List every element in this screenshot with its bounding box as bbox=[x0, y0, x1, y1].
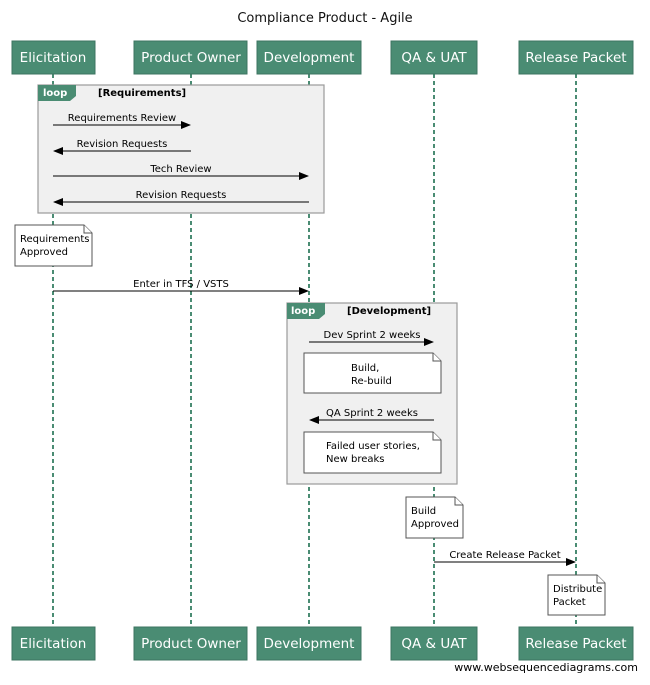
diagram-title: Compliance Product - Agile bbox=[237, 11, 412, 26]
participant-label: Elicitation bbox=[20, 50, 87, 66]
message-label: Requirements Review bbox=[68, 113, 176, 124]
note-line: Distribute bbox=[553, 584, 602, 595]
loop-tab bbox=[287, 303, 325, 319]
participants-bottom: Elicitation Product Owner Development QA… bbox=[11, 626, 634, 661]
participant-label: Elicitation bbox=[20, 636, 87, 652]
participant-box-elicitation bbox=[11, 40, 96, 75]
participant-label: QA & UAT bbox=[401, 636, 467, 652]
watermark-link[interactable]: www.websequencediagrams.com bbox=[454, 661, 638, 674]
message-label: Revision Requests bbox=[136, 190, 227, 201]
participant-label: QA & UAT bbox=[401, 50, 467, 66]
loop-tab bbox=[38, 85, 76, 101]
participant-box-elicitation bbox=[11, 626, 96, 661]
loop-frame bbox=[37, 84, 325, 214]
note-line: Re-build bbox=[351, 376, 392, 387]
note-build-rebuild: Build, Re-build bbox=[303, 352, 442, 394]
message-label: Dev Sprint 2 weeks bbox=[324, 330, 421, 341]
note-line: New breaks bbox=[326, 454, 385, 465]
note-line: Build, bbox=[351, 363, 379, 374]
loop-tab-label: loop bbox=[291, 306, 315, 317]
message-label: Tech Review bbox=[149, 164, 211, 175]
participant-label: Product Owner bbox=[141, 636, 241, 652]
message-label: Enter in TFS / VSTS bbox=[133, 279, 229, 290]
note-line: Failed user stories, bbox=[326, 441, 420, 452]
note-line: Packet bbox=[553, 597, 586, 608]
loop-condition-label: [Development] bbox=[347, 306, 431, 317]
participant-box-qa-uat bbox=[390, 40, 478, 75]
participant-label: Development bbox=[264, 50, 355, 66]
participant-box-development bbox=[256, 40, 362, 75]
messages: Requirements Review Revision Requests Te… bbox=[53, 113, 576, 566]
participant-label: Release Packet bbox=[525, 50, 626, 66]
note-distribute-packet: Distribute Packet bbox=[547, 574, 606, 616]
participant-box-product-owner bbox=[133, 40, 248, 75]
note-failed-user-stories: Failed user stories, New breaks bbox=[303, 431, 442, 474]
message-label: QA Sprint 2 weeks bbox=[326, 408, 418, 419]
note-line: Build bbox=[411, 506, 436, 517]
participant-box-qa-uat bbox=[390, 626, 478, 661]
note-line: Approved bbox=[20, 247, 68, 258]
participants-top: Elicitation Product Owner Development QA… bbox=[11, 40, 634, 75]
note-requirements-approved: Requirements Approved bbox=[14, 224, 93, 267]
participant-label: Release Packet bbox=[525, 636, 626, 652]
note-line: Requirements bbox=[20, 234, 90, 245]
note-line: Approved bbox=[411, 519, 459, 530]
participant-box-product-owner bbox=[133, 626, 248, 661]
participant-box-release-packet bbox=[518, 626, 634, 661]
participant-box-release-packet bbox=[518, 40, 634, 75]
message-label: Revision Requests bbox=[77, 139, 168, 150]
loop-requirements: loop [Requirements] bbox=[37, 84, 325, 214]
participant-label: Product Owner bbox=[141, 50, 241, 66]
participant-box-development bbox=[256, 626, 362, 661]
loop-condition-label: [Requirements] bbox=[98, 88, 186, 99]
participant-label: Development bbox=[264, 636, 355, 652]
message-label: Create Release Packet bbox=[449, 550, 560, 561]
note-build-approved: Build Approved bbox=[405, 496, 464, 539]
loop-tab-label: loop bbox=[43, 88, 67, 99]
